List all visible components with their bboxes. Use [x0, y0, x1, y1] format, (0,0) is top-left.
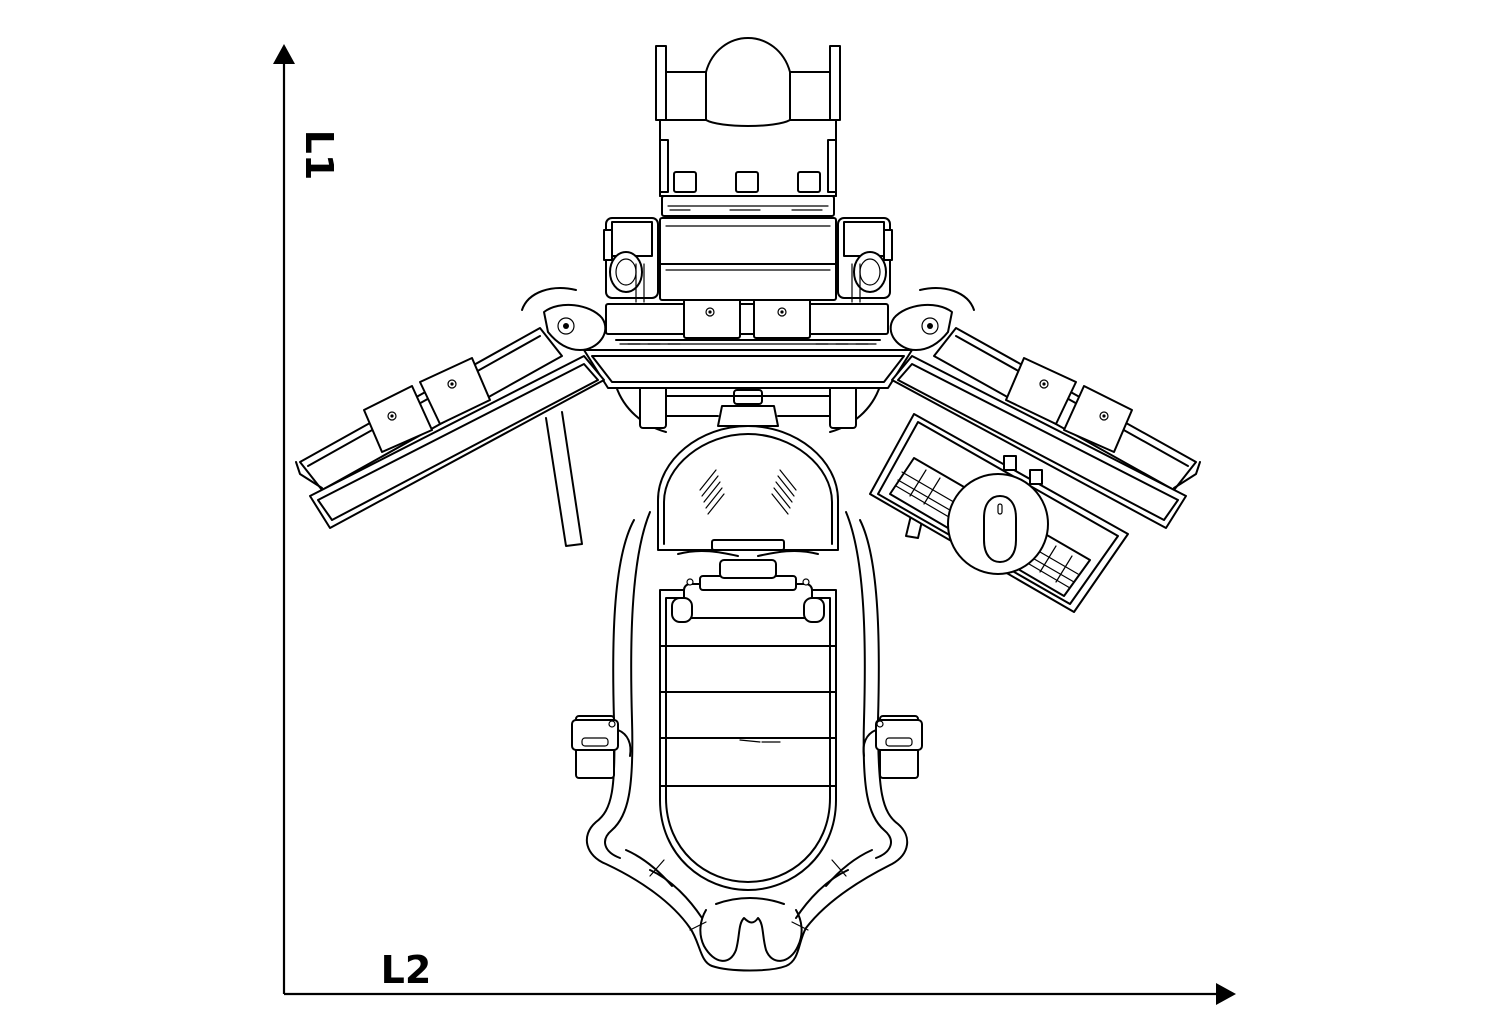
central-support: [615, 385, 881, 433]
pedal-tray: [655, 37, 841, 217]
keyboard-tray-clamp: [1003, 455, 1043, 485]
right-side-mount: [862, 715, 923, 779]
mouse-icon: [983, 495, 1017, 563]
left-side-bracket: [603, 217, 659, 303]
axes: L1 L2: [273, 44, 1236, 1005]
right-side-bracket: [837, 217, 893, 303]
left-side-mount: [571, 715, 632, 779]
vertical-axis-label: L1: [297, 130, 341, 181]
vertical-axis-arrowhead: [273, 44, 295, 64]
center-monitor-bracket: [605, 289, 889, 345]
seat-back: [657, 389, 839, 551]
horizontal-axis-label: L2: [381, 948, 432, 992]
center-monitor: [583, 349, 913, 389]
front-base-plate: [659, 217, 837, 301]
left-monitor-assembly: [295, 287, 607, 547]
seat-pan: [659, 589, 837, 891]
horizontal-axis-arrowhead: [1216, 983, 1236, 1005]
right-monitor-assembly: [889, 287, 1201, 539]
seat-mechanism: [671, 549, 825, 623]
